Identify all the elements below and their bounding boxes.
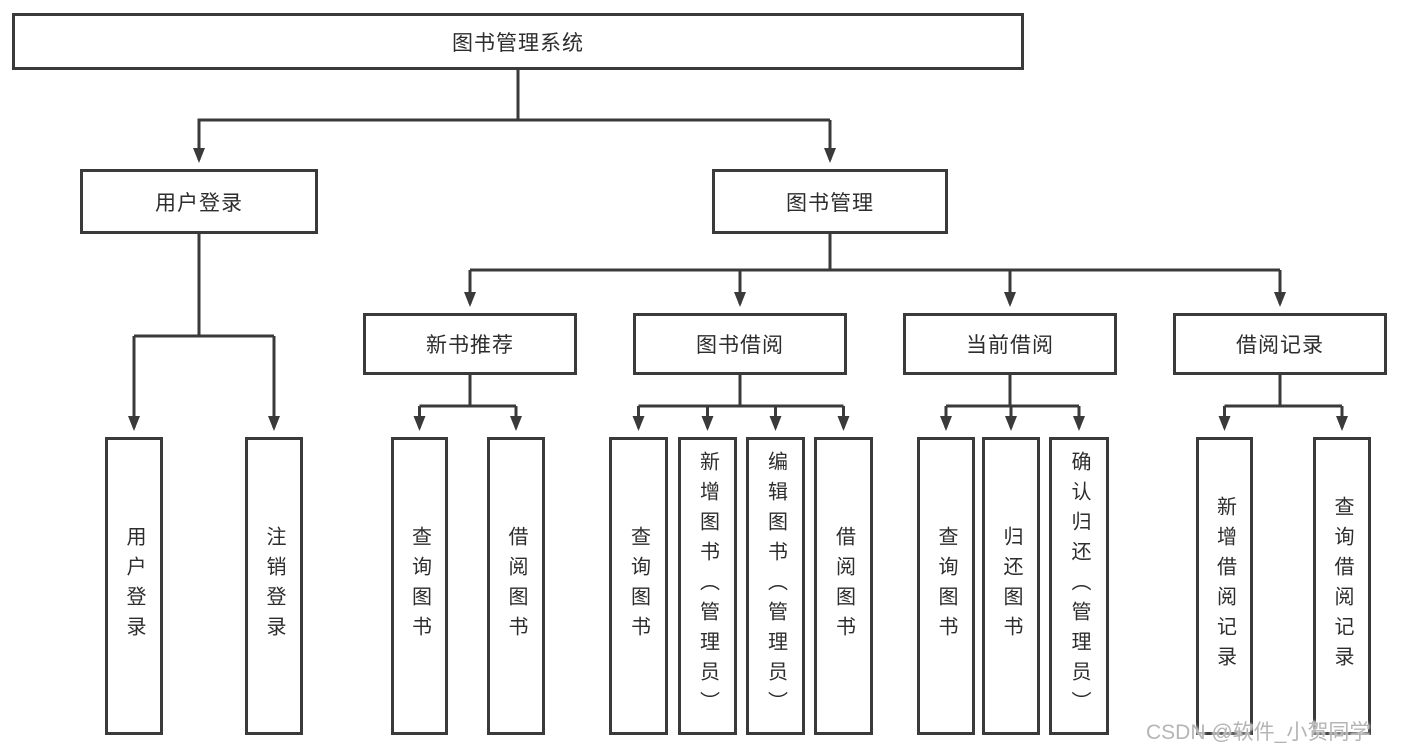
leaf-label: 查询图书: [627, 526, 650, 646]
leaf-query-borrow-record: 查询借阅记录: [1313, 437, 1371, 735]
leaf-label: 借阅图书: [505, 526, 527, 646]
leaf-label: 归还图书: [1000, 526, 1022, 646]
node-label: 用户登录: [155, 191, 243, 215]
leaf-label: 编辑图书（管理员）: [764, 451, 787, 721]
leaf-return-books: 归还图书: [982, 437, 1040, 735]
node-label: 图书管理: [786, 191, 874, 215]
leaf-label: 查询图书: [935, 526, 957, 646]
node-book-management: 图书管理: [712, 169, 948, 234]
leaf-borrow-books: 借阅图书: [487, 437, 545, 735]
leaf-label: 确认归还（管理员）: [1068, 451, 1090, 721]
node-label: 图书管理系统: [452, 31, 584, 55]
leaf-user-login: 用户登录: [105, 437, 163, 735]
leaf-query-books: 查询图书: [391, 437, 448, 735]
leaf-confirm-return-admin: 确认归还（管理员）: [1049, 437, 1109, 735]
leaf-label: 查询图书: [408, 526, 431, 646]
node-new-book-recommend: 新书推荐: [363, 313, 577, 375]
leaf-label: 用户登录: [123, 526, 145, 646]
leaf-logout: 注销登录: [245, 437, 303, 735]
node-label: 新书推荐: [426, 334, 514, 357]
leaf-query-books: 查询图书: [917, 437, 975, 735]
leaf-label: 查询借阅记录: [1331, 496, 1353, 676]
csdn-watermark: CSDN @软件_小贺同学: [1146, 721, 1371, 744]
leaf-label: 注销登录: [263, 526, 285, 646]
leaf-label: 借阅图书: [832, 526, 855, 646]
node-book-borrowing: 图书借阅: [633, 313, 847, 375]
node-label: 图书借阅: [696, 334, 784, 357]
leaf-query-books: 查询图书: [609, 437, 668, 735]
node-user-login: 用户登录: [80, 169, 318, 234]
leaf-add-borrow-record: 新增借阅记录: [1196, 437, 1253, 735]
leaf-borrow-books: 借阅图书: [814, 437, 873, 735]
leaf-label: 新增图书（管理员）: [696, 451, 719, 721]
node-library-management-system: 图书管理系统: [12, 13, 1024, 70]
node-current-borrowing: 当前借阅: [903, 313, 1117, 375]
node-label: 借阅记录: [1236, 334, 1324, 357]
leaf-add-books-admin: 新增图书（管理员）: [678, 437, 737, 735]
leaf-label: 新增借阅记录: [1213, 496, 1236, 676]
node-label: 当前借阅: [966, 334, 1054, 357]
node-borrowing-records: 借阅记录: [1173, 313, 1387, 375]
leaf-edit-books-admin: 编辑图书（管理员）: [746, 437, 805, 735]
